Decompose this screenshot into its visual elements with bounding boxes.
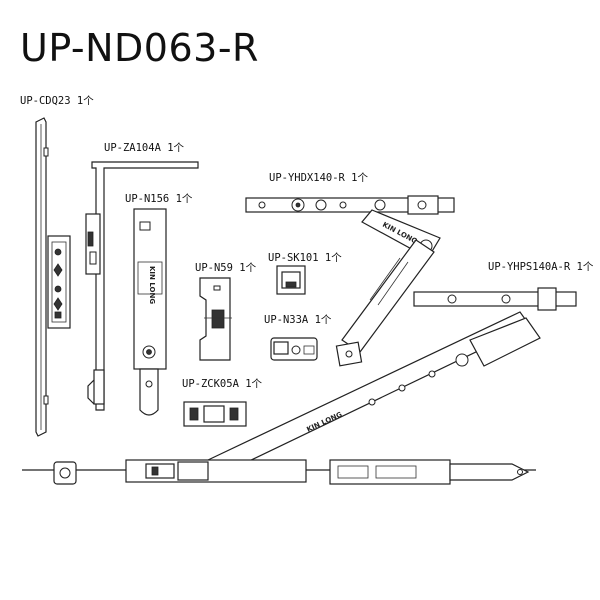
label-n33a: UP-N33A 1个 <box>264 314 332 326</box>
part-n33a <box>270 337 318 361</box>
n156-logo-text: KIN LONG <box>148 266 156 304</box>
page-title: UP-ND063-R <box>20 26 259 70</box>
part-yhdx140: KIN LONG <box>245 195 455 367</box>
label-n156: UP-N156 1个 <box>125 193 193 205</box>
part-zck05a <box>183 401 247 427</box>
part-cdq23 <box>35 117 71 437</box>
part-sk101 <box>276 265 306 295</box>
part-za104a <box>85 161 199 411</box>
label-yhdx140: UP-YHDX140-R 1个 <box>269 172 369 184</box>
part-n59 <box>199 277 232 361</box>
label-n59: UP-N59 1个 <box>195 262 257 274</box>
part-transmission-rod <box>22 459 536 485</box>
part-n156: KIN LONG <box>133 208 167 416</box>
label-zck05a: UP-ZCK05A 1个 <box>182 378 263 390</box>
label-cdq23: UP-CDQ23 1个 <box>20 95 94 107</box>
label-sk101: UP-SK101 1个 <box>268 252 342 264</box>
label-yhps140a: UP-YHPS140A-R 1个 <box>488 261 594 273</box>
label-za104a: UP-ZA104A 1个 <box>104 142 185 154</box>
part-yhps140a: KIN LONG <box>207 287 577 477</box>
